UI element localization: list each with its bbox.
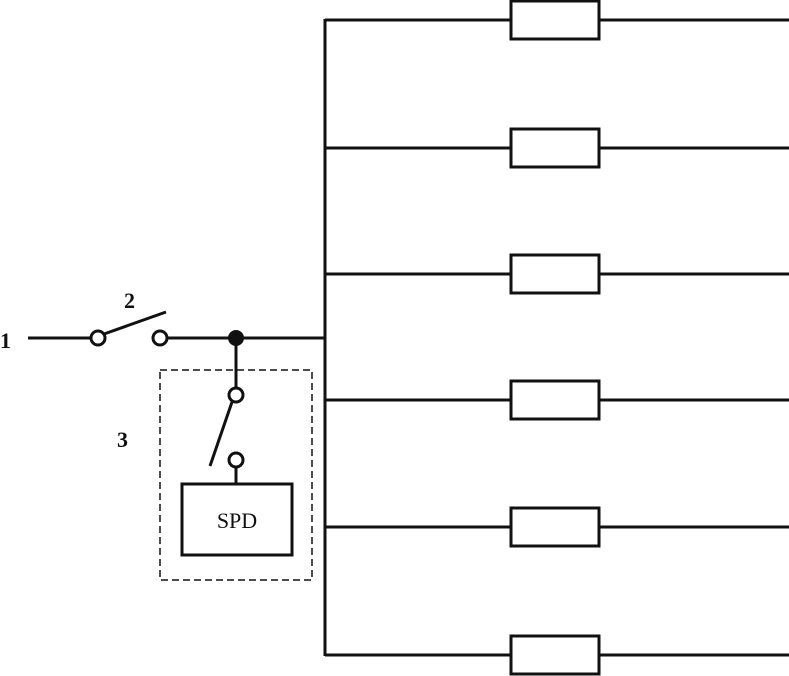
spd-disconnector-terminal-top bbox=[227, 386, 245, 404]
label-spd-assembly: 3 bbox=[117, 427, 128, 452]
branch-6-fuse bbox=[509, 634, 601, 676]
junction-dot bbox=[228, 330, 244, 346]
branch-1-fuse bbox=[509, 0, 601, 41]
branch-2-fuse bbox=[509, 127, 601, 169]
label-main-switch: 2 bbox=[124, 288, 135, 313]
label-input: 1 bbox=[0, 328, 11, 353]
branch-5-fuse bbox=[509, 506, 601, 548]
spd-disconnector-blade bbox=[208, 401, 234, 467]
branch-4-fuse bbox=[509, 379, 601, 421]
spd-assembly-dashed-box bbox=[159, 369, 313, 581]
switch-terminal-left bbox=[89, 329, 107, 347]
spd-disconnector-terminal-bottom bbox=[227, 451, 245, 469]
spd-label: SPD bbox=[217, 508, 257, 533]
branch-3-fuse bbox=[509, 253, 601, 295]
main-switch-blade bbox=[103, 310, 167, 336]
spd-box bbox=[180, 482, 294, 557]
switch-terminal-right bbox=[151, 329, 169, 347]
